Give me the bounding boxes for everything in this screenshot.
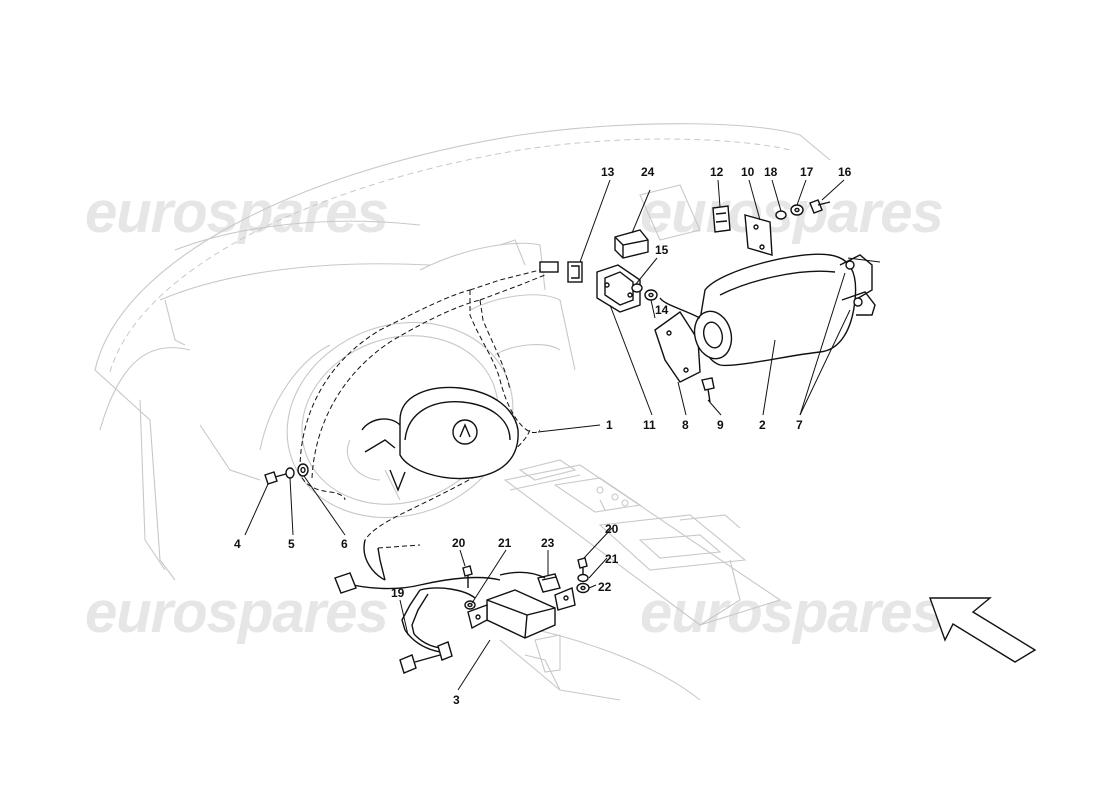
callout-15: 15 <box>655 243 669 257</box>
callout-23: 23 <box>541 536 555 550</box>
washers <box>631 283 658 301</box>
view-direction-arrow <box>929 597 1037 663</box>
left-fasteners <box>264 463 309 485</box>
watermark-bottom-left: eurospares <box>85 580 388 645</box>
bracket-clip <box>712 205 731 233</box>
callout-20-left: 20 <box>452 536 466 550</box>
callout-8: 8 <box>682 418 689 432</box>
fasteners-top <box>775 199 831 220</box>
dashboard-outline <box>94 123 831 701</box>
callout-12: 12 <box>710 165 724 179</box>
wheel-connector <box>539 261 583 283</box>
side-bracket <box>596 264 641 313</box>
unit-connector <box>537 573 561 593</box>
control-harness <box>334 547 546 674</box>
passenger-airbag <box>659 253 876 367</box>
callout-18: 18 <box>764 165 778 179</box>
control-unit <box>467 587 576 639</box>
lower-bracket <box>654 311 701 383</box>
callout-21-left: 21 <box>498 536 512 550</box>
callout-1: 1 <box>606 418 613 432</box>
mounting-plate <box>744 214 773 256</box>
bolt-9 <box>701 377 715 403</box>
callout-14: 14 <box>655 303 669 317</box>
callout-22: 22 <box>598 580 612 594</box>
callout-20-right: 20 <box>605 522 619 536</box>
callout-21-right: 21 <box>605 552 619 566</box>
callout-16: 16 <box>838 165 852 179</box>
connector-block <box>614 229 649 259</box>
watermark-top-left: eurospares <box>85 180 388 245</box>
leader-lines <box>244 179 881 691</box>
callout-2: 2 <box>759 418 766 432</box>
callout-11: 11 <box>643 418 656 432</box>
callout-7: 7 <box>796 418 803 432</box>
callout-6: 6 <box>341 537 348 551</box>
driver-airbag-module <box>361 386 519 492</box>
callout-10: 10 <box>741 165 755 179</box>
callout-24: 24 <box>641 165 655 179</box>
callout-13: 13 <box>601 165 615 179</box>
watermark-bottom-right: eurospares <box>640 580 943 645</box>
callout-17: 17 <box>800 165 814 179</box>
watermark-layer: eurospares eurospares eurospares eurospa… <box>85 180 944 645</box>
callout-19: 19 <box>391 586 405 600</box>
callout-4: 4 <box>234 537 241 551</box>
unit-fasteners <box>462 557 590 610</box>
callout-9: 9 <box>717 418 724 432</box>
callout-5: 5 <box>288 537 295 551</box>
callout-labels: 1 2 3 4 5 6 7 8 9 10 11 12 13 14 15 16 1… <box>234 165 852 707</box>
callout-3: 3 <box>453 693 460 707</box>
